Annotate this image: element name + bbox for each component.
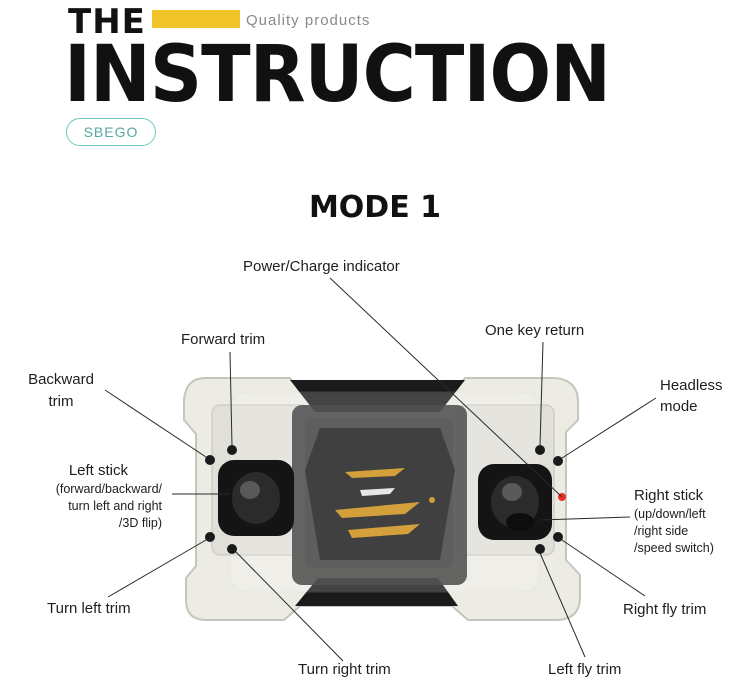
- label-backward-trim-line1: Backward: [28, 371, 94, 388]
- header-the: THE: [68, 2, 146, 42]
- label-left-fly-trim: Left fly trim: [548, 661, 622, 678]
- label-right-stick: Right stick: [634, 487, 704, 504]
- backward-trim-button: [205, 455, 215, 465]
- page-title: INSTRUCTION: [64, 30, 611, 120]
- accent-bar: [152, 10, 240, 28]
- label-one-key-return: One key return: [485, 322, 585, 339]
- label-right-stick-desc2: /right side: [634, 524, 689, 538]
- turn-left-trim-button: [205, 532, 215, 542]
- quality-tagline: Quality products: [246, 12, 371, 29]
- label-right-stick-desc1: (up/down/left: [634, 507, 706, 521]
- label-right-stick-desc3: /speed switch): [634, 541, 714, 555]
- brand-badge: SBEGO: [66, 118, 156, 146]
- label-backward-trim-line2: trim: [48, 393, 74, 410]
- label-left-stick-desc3: /3D flip): [118, 516, 162, 530]
- right-fly-trim-button: [553, 532, 563, 542]
- left-fly-trim-button: [535, 544, 545, 554]
- mode-title: MODE 1: [308, 190, 442, 225]
- one-key-return-button: [535, 445, 545, 455]
- drone-body: [229, 380, 541, 606]
- label-headless-line2: mode: [660, 398, 698, 415]
- left-stick: [218, 460, 294, 536]
- label-left-stick: Left stick: [68, 462, 128, 479]
- label-turn-left-trim: Turn left trim: [47, 600, 131, 617]
- right-stick: [478, 464, 552, 540]
- forward-trim-button: [227, 445, 237, 455]
- label-left-stick-desc2: turn left and right: [68, 499, 162, 513]
- turn-right-trim-button: [227, 544, 237, 554]
- label-turn-right-trim: Turn right trim: [298, 661, 391, 678]
- headless-mode-button: [553, 456, 563, 466]
- trim-buttons: [205, 445, 563, 554]
- label-headless-line1: Headless: [660, 377, 723, 394]
- label-right-fly-trim: Right fly trim: [623, 601, 707, 618]
- label-power-indicator: Power/Charge indicator: [243, 258, 400, 275]
- label-left-stick-desc1: (forward/backward/: [55, 482, 162, 496]
- label-forward-trim: Forward trim: [181, 331, 266, 348]
- leader-lines: [104, 277, 657, 662]
